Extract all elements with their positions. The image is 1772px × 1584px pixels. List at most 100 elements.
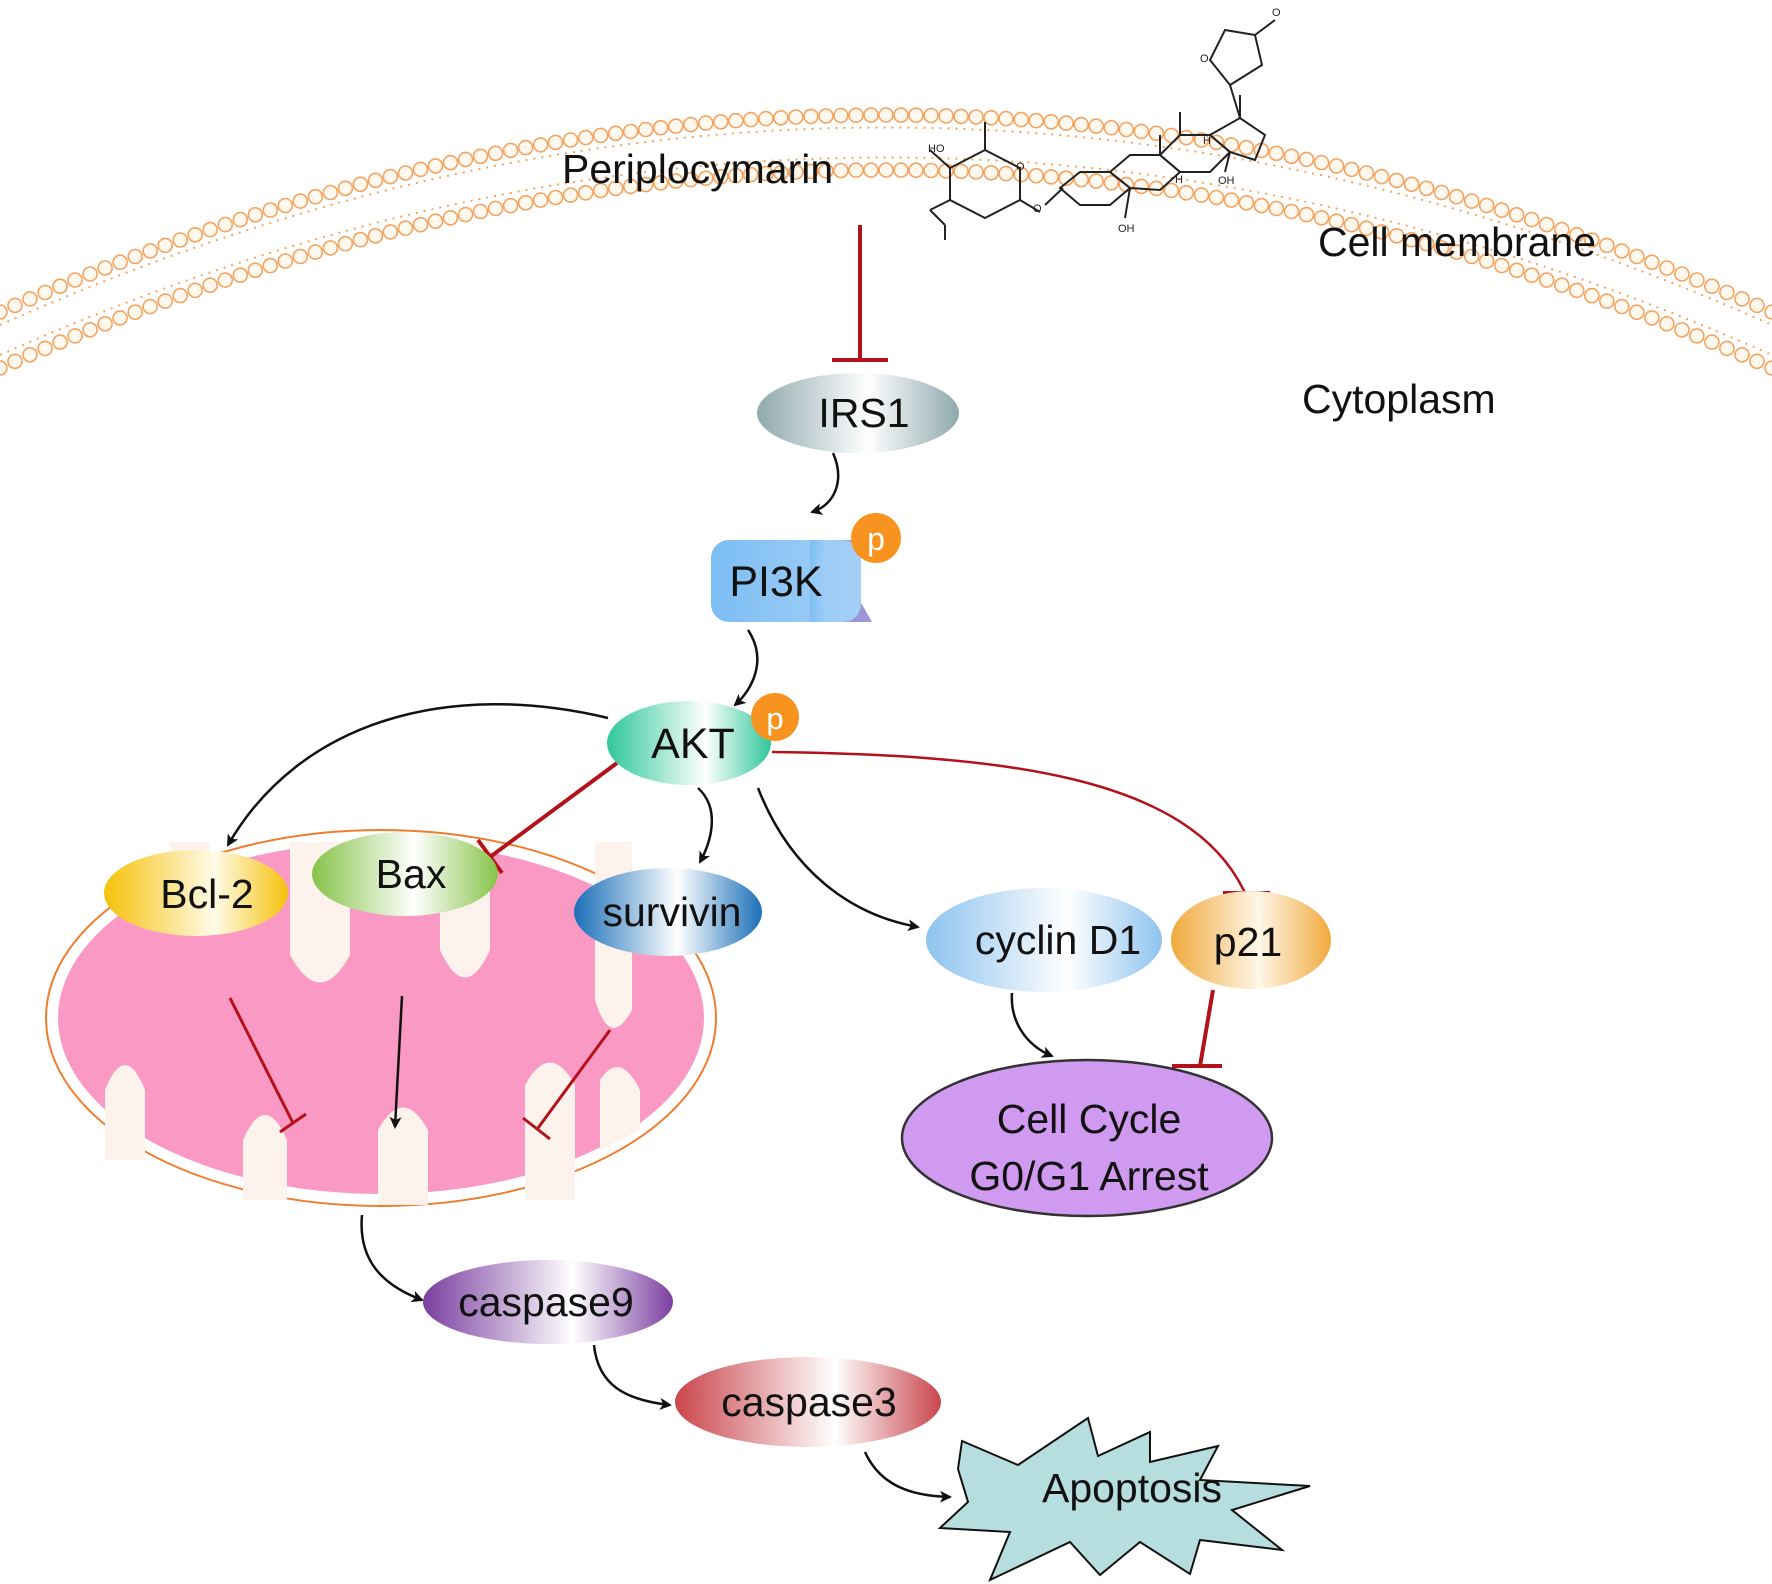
lipid-head	[1614, 298, 1630, 315]
svg-text:IRS1: IRS1	[818, 390, 909, 436]
lipid-head	[1238, 195, 1255, 211]
lipid-head	[367, 228, 384, 244]
svg-text:O: O	[1272, 7, 1281, 19]
lipid-head	[307, 244, 324, 260]
lipid-head	[667, 118, 684, 134]
lipid-head	[1478, 197, 1495, 214]
lipid-head	[1749, 353, 1765, 370]
svg-text:H: H	[1175, 174, 1183, 186]
lipid-head	[562, 132, 579, 148]
lipid-head	[1028, 167, 1044, 184]
membrane-inner-heads	[0, 162, 1772, 376]
lipid-head	[442, 154, 459, 171]
lipid-head	[1343, 161, 1360, 178]
lipid-head	[1629, 248, 1645, 265]
node-akt: AKT p	[607, 693, 799, 785]
lipid-head	[0, 304, 8, 320]
lipid-head	[112, 310, 128, 326]
lipid-head	[142, 298, 158, 315]
lipid-head	[848, 107, 864, 123]
lipid-head	[863, 107, 879, 123]
lipid-head	[457, 151, 474, 168]
lipid-head	[1463, 193, 1480, 209]
lipid-head	[322, 184, 339, 201]
lipid-head	[547, 189, 564, 206]
svg-text:PI3K: PI3K	[729, 558, 823, 606]
lipid-head	[397, 220, 414, 236]
svg-text:p: p	[766, 701, 783, 736]
lipid-head	[1328, 158, 1345, 174]
edge-akt-inhibits-bax	[476, 761, 619, 875]
lipid-head	[1704, 334, 1720, 350]
lipid-head	[1298, 151, 1315, 168]
lipid-head	[1373, 168, 1390, 185]
svg-text:caspase9: caspase9	[458, 1279, 634, 1325]
lipid-head	[893, 107, 909, 123]
svg-text:OH: OH	[1118, 223, 1135, 235]
lipid-head	[1704, 278, 1720, 295]
lipid-head	[1674, 266, 1690, 282]
lipid-head	[127, 248, 143, 265]
svg-text:p21: p21	[1214, 919, 1282, 965]
lipid-head	[923, 162, 939, 179]
lipid-head	[998, 110, 1014, 127]
lipid-head	[1538, 272, 1555, 288]
lipid-head	[1644, 254, 1660, 271]
cytoplasm-label: Cytoplasm	[1302, 376, 1496, 422]
lipid-head	[1584, 287, 1600, 304]
edge-irs1-to-pi3k	[810, 452, 840, 515]
lipid-head	[532, 137, 549, 153]
edge-akt-to-cyclind1	[756, 787, 920, 932]
lipid-head	[1223, 192, 1240, 208]
lipid-head	[262, 257, 279, 274]
lipid-head	[1403, 231, 1420, 248]
lipid-head	[1103, 175, 1120, 191]
lipid-head	[352, 176, 369, 193]
lipid-head	[97, 315, 113, 332]
lipid-head	[472, 148, 489, 165]
lipid-head	[968, 164, 984, 180]
node-caspase3: caspase3	[675, 1357, 941, 1447]
lipid-head	[352, 231, 369, 248]
edge-periplocymarin-inhibits-irs1	[832, 225, 888, 362]
akt-phospho-badge: p	[751, 693, 799, 741]
lipid-head	[517, 139, 534, 156]
lipid-head	[592, 182, 609, 199]
svg-text:survivin: survivin	[603, 889, 742, 935]
node-caspase9: caspase9	[423, 1260, 673, 1344]
lipid-head	[1674, 321, 1690, 338]
lipid-head	[893, 162, 909, 178]
lipid-head	[22, 291, 38, 307]
lipid-head	[923, 107, 939, 124]
lipid-head	[1448, 244, 1465, 260]
edge-p21-inhibits-cellcycle	[1172, 989, 1222, 1068]
lipid-head	[1689, 328, 1705, 344]
lipid-head	[1088, 118, 1104, 134]
lipid-head	[1554, 221, 1570, 238]
edge-mito-to-caspase9	[360, 1214, 424, 1303]
lipid-head	[818, 108, 834, 124]
lipid-head	[1569, 282, 1585, 299]
lipid-head	[637, 176, 654, 193]
edge-akt-to-survivin	[697, 787, 713, 864]
lipid-head	[622, 123, 639, 140]
edge-akt-inhibits-p21	[771, 750, 1270, 895]
lipid-head	[487, 200, 504, 217]
lipid-head	[878, 162, 894, 178]
lipid-head	[1358, 165, 1375, 181]
lipid-head	[953, 163, 969, 180]
lipid-head	[82, 266, 98, 282]
lipid-head	[727, 167, 744, 184]
lipid-head	[1599, 293, 1615, 309]
lipid-head	[1764, 304, 1772, 320]
lipid-head	[1403, 176, 1420, 193]
lipid-head	[562, 187, 579, 203]
lipid-head	[1448, 188, 1465, 205]
lipid-head	[1193, 187, 1210, 203]
lipid-head	[1644, 310, 1660, 326]
lipid-head	[818, 163, 834, 179]
edge-akt-to-bcl2	[226, 703, 609, 847]
node-irs1: IRS1	[757, 373, 959, 453]
lipid-head	[1253, 197, 1270, 214]
structure-atom-labels: HO O O OH OH H H O O	[928, 7, 1281, 235]
